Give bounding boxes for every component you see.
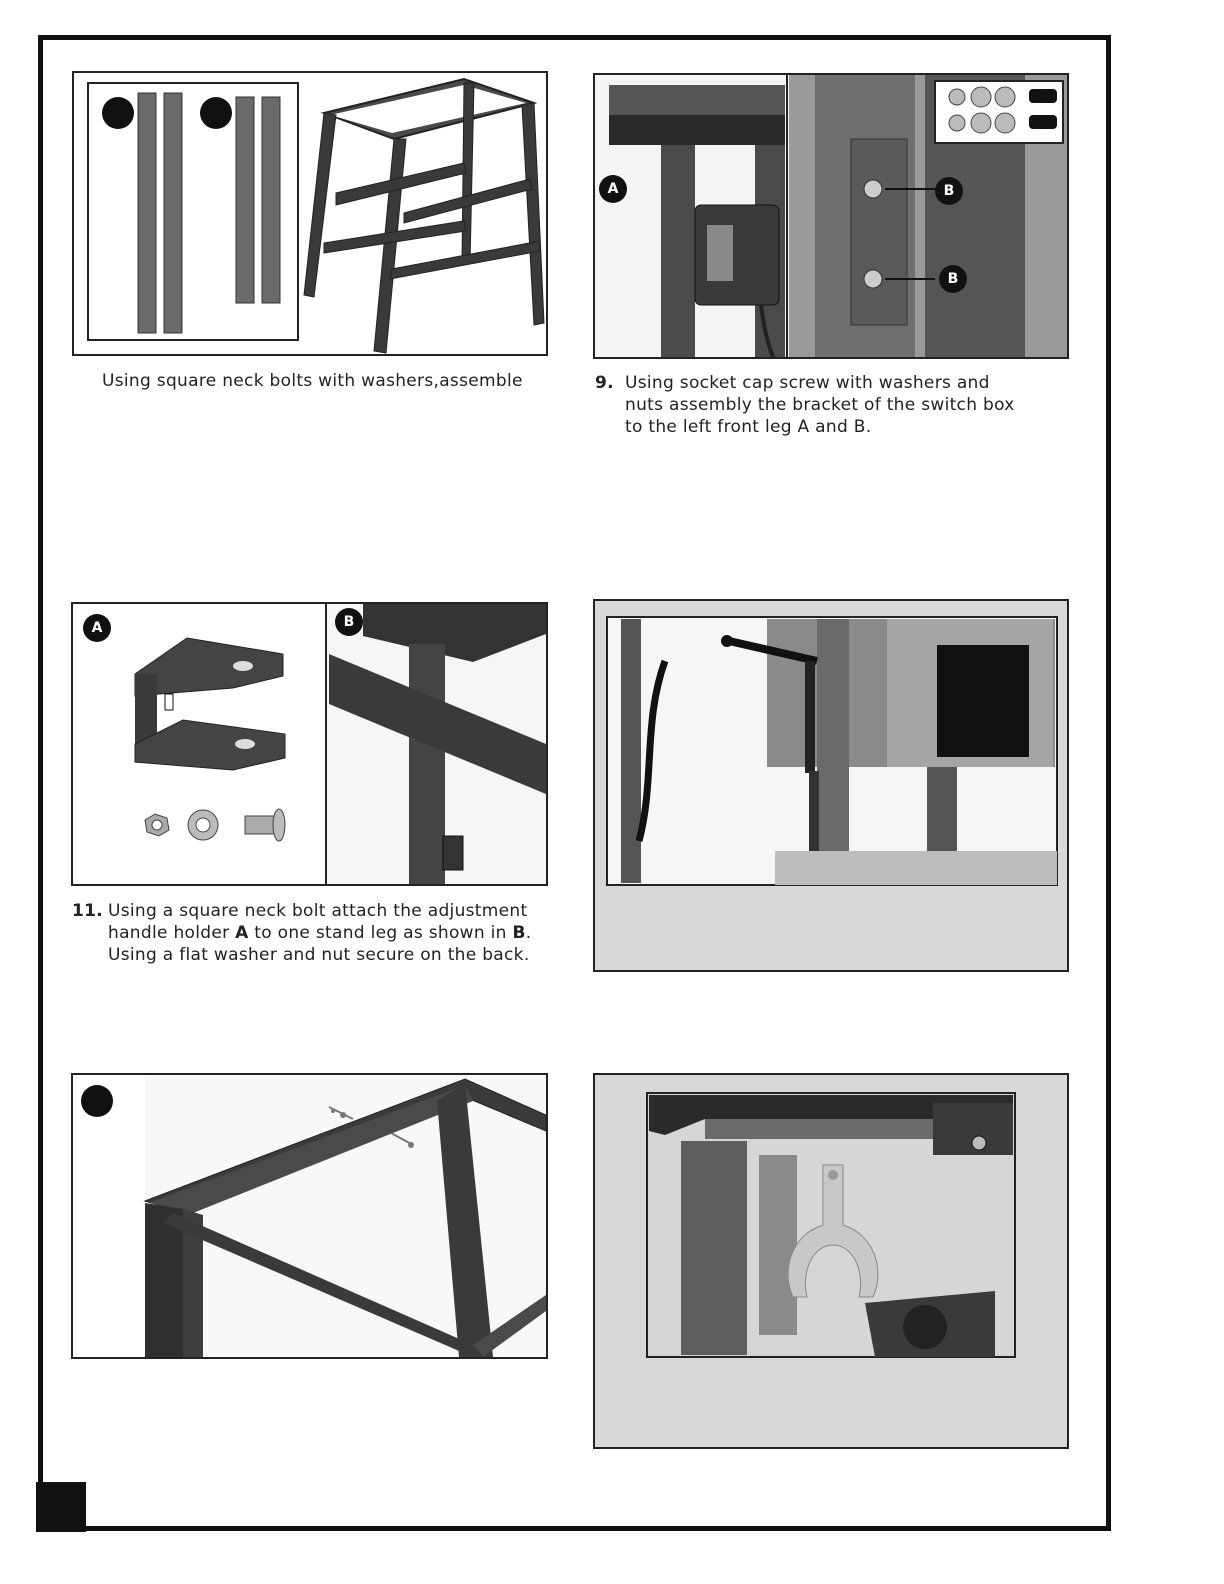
step-9-caption: 9. Using socket cap screw with washers a… <box>595 372 1055 438</box>
figure-stand-parts <box>72 71 548 356</box>
step-11-caption: 11. Using a square neck bolt attach the … <box>72 900 556 966</box>
step-11-line-2-mid: to one stand leg as shown in <box>248 923 513 943</box>
callout-a: A <box>599 175 627 203</box>
caption-text: Using square neck bolts with washers,ass… <box>102 371 523 391</box>
figure-holder-on-stand <box>593 1073 1069 1449</box>
step-11-ref-b: B <box>512 923 526 943</box>
step-9-line-1: Using socket cap screw with washers and <box>625 373 990 393</box>
callout-a: A <box>83 614 111 642</box>
step-caption-top-left: Using square neck bolts with washers,ass… <box>102 370 562 392</box>
handle-holder-illustration <box>134 604 546 884</box>
callout-marker-2 <box>200 97 232 129</box>
figure-switch-box: A B B <box>593 73 1069 359</box>
handle-mounted-illustration <box>606 616 1058 886</box>
callout-b-upper: B <box>935 177 963 205</box>
step-11-line-3: Using a flat washer and nut secure on th… <box>108 945 530 965</box>
figure-frame-top <box>71 1073 548 1359</box>
step-9-line-3: to the left front leg A and B. <box>625 417 872 437</box>
step-9-line-2: nuts assembly the bracket of the switch … <box>625 395 1015 415</box>
holder-on-stand-illustration <box>646 1092 1016 1358</box>
page-frame <box>38 35 1111 1531</box>
step-11-number: 11. <box>72 901 104 921</box>
callout-marker <box>81 1085 113 1117</box>
step-11-line-2: handle holder A to one stand leg as show… <box>108 922 556 944</box>
step-11-line-1: Using a square neck bolt attach the adju… <box>108 901 528 921</box>
step-11-line-2-post: . <box>525 923 532 943</box>
step-11-line-2-pre: handle holder <box>108 923 236 943</box>
callout-marker-1 <box>102 97 134 129</box>
callout-b: B <box>335 608 363 636</box>
figure-handle-holder: A B <box>71 602 548 886</box>
step-11-ref-a: A <box>235 923 249 943</box>
switch-box-illustration <box>595 75 1067 357</box>
page-corner-tab <box>36 1482 86 1532</box>
stand-parts-illustration <box>87 77 545 354</box>
step-9-number: 9. <box>595 373 614 393</box>
frame-top-illustration <box>143 1075 546 1357</box>
callout-b-lower: B <box>939 265 967 293</box>
figure-handle-mounted <box>593 599 1069 972</box>
